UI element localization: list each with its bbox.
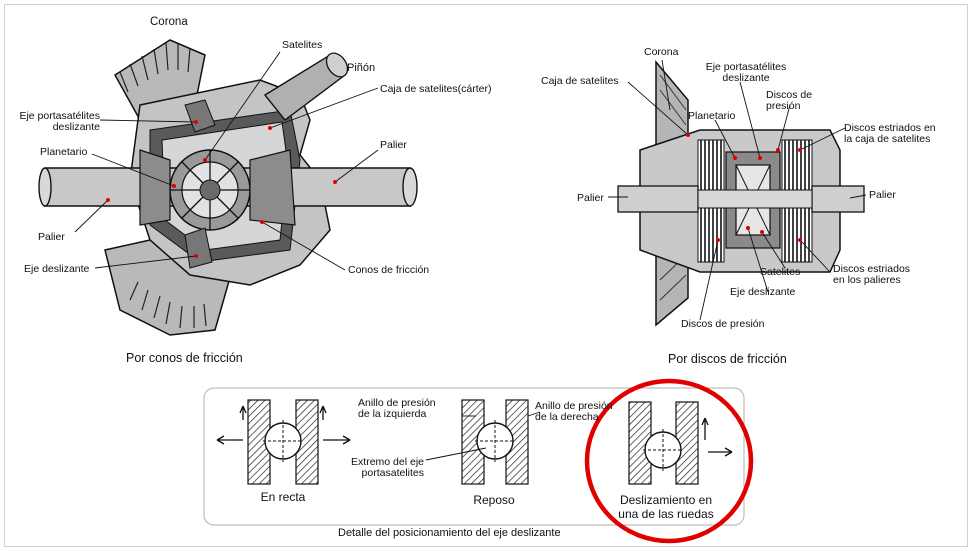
label-planetario-left: Planetario [40,146,88,158]
label-discos-presion-bottom: Discos de presión [681,318,765,330]
label-discos-caja: Discos estriados en la caja de satelites [844,122,936,145]
caption-detail: Detalle del posicionamiento del eje desl… [338,527,561,539]
label-corona-left: Corona [150,16,188,28]
label-palier-right-left: Palier [380,139,407,151]
label-eje-desl-left: Eje deslizante [24,263,90,275]
label-eje-desl-right: Eje deslizante [730,286,796,298]
label-conos: Conos de fricción [348,264,430,276]
label-eje-porta-left: Eje portasatélites deslizante [19,110,100,133]
label-palier-right-right: Palier [869,189,896,201]
highlight-circle [584,378,754,544]
label-eje-porta-right: Eje portasatélites deslizante [705,61,787,84]
label-anillo-der: Anillo de presión de la derecha [535,400,613,423]
label-caja-right: Caja de satelites [541,75,619,87]
label-extremo: Extremo del eje portasatelites [351,456,424,479]
label-anillo-izq: Anillo de presión de la izquierda [358,397,436,420]
cone-differential-drawing [38,39,418,336]
axle-right [811,185,865,213]
label-satelites-left: Satelites [282,39,323,51]
label-palier-left-right: Palier [577,192,604,204]
detail-straight [216,399,351,485]
figure-frame [4,4,968,547]
detail-rest [425,399,541,485]
caption-en-recta: En recta [260,490,306,504]
disc-differential-drawing [608,59,867,327]
label-planetario-right: Planetario [688,110,736,122]
label-discos-presion-top: Discos de presión [766,89,813,112]
label-pinon: Piñón [347,62,376,74]
axle-left [617,185,699,213]
caption-deslizamiento: Deslizamiento en una de las ruedas [618,493,714,521]
label-satelites-right: Satelites [760,266,801,278]
detail-slip [628,401,733,485]
label-caja-left: Caja de satelites(cárter) [380,83,492,95]
caption-reposo: Reposo [473,493,515,507]
label-corona-right: Corona [644,46,679,58]
caption-left: Por conos de fricción [126,351,243,365]
label-palier-left-left: Palier [38,231,65,243]
caption-right: Por discos de fricción [668,352,787,366]
label-discos-palieres: Discos estriados en los palieres [833,263,911,286]
